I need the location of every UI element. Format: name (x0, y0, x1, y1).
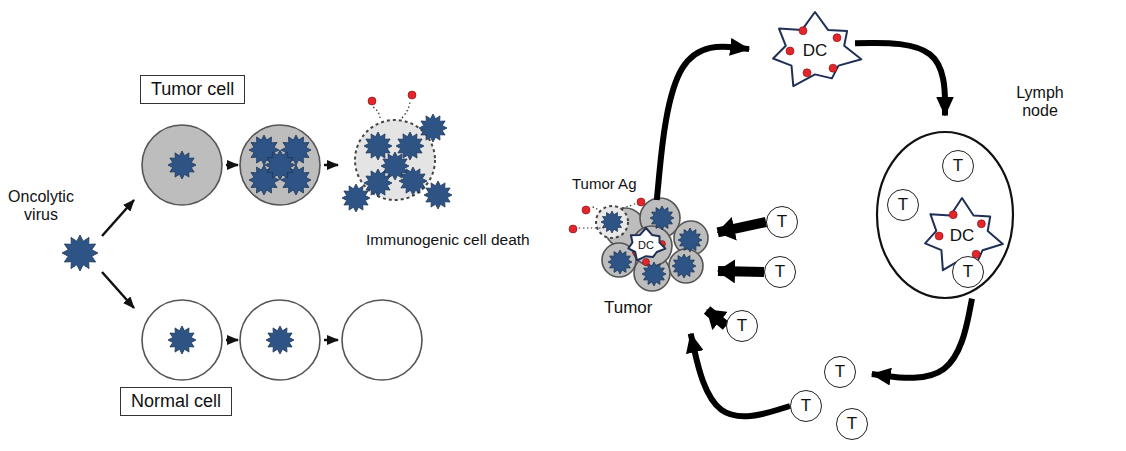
t-cell: T (824, 356, 856, 388)
node-label: T (775, 262, 785, 282)
virus-particle (650, 206, 674, 230)
virus-particle (266, 326, 294, 354)
node-label: T (847, 414, 857, 434)
node-label: T (953, 156, 963, 176)
process-arrow (324, 339, 338, 342)
virus-particle (672, 254, 696, 278)
virus-particle (424, 181, 452, 209)
tumor-antigen (408, 91, 416, 99)
cell (240, 300, 320, 380)
virus-particle (62, 235, 98, 271)
node-label: DC (950, 226, 975, 246)
t-cell: T (887, 189, 919, 221)
flow-arrow (855, 43, 945, 116)
virus-particle (265, 150, 295, 180)
tumor-antigen (569, 225, 577, 233)
virus-particle (168, 151, 196, 179)
node-label: T (737, 316, 747, 336)
virus-particle (399, 167, 427, 195)
flow-arrow (707, 310, 726, 326)
flow-arrow (872, 299, 972, 378)
t-cell: T (790, 390, 822, 422)
process-arrow (226, 164, 238, 167)
node-label: Tumor (604, 298, 653, 318)
flow-arrow (691, 334, 790, 417)
node-label: Normal cell (131, 391, 221, 412)
t-cell: T (836, 408, 868, 440)
flow-arrow (718, 266, 764, 277)
node-label: T (777, 212, 787, 232)
release-line (402, 100, 410, 118)
flow-arrow (718, 222, 766, 232)
virus-particle (419, 114, 447, 142)
node-label: T (963, 262, 973, 282)
process-arrow (226, 339, 238, 342)
node-label: T (801, 396, 811, 416)
release-line (590, 206, 600, 212)
virus-particle (168, 326, 196, 354)
t-cell: T (726, 310, 758, 342)
t-cell: T (952, 256, 984, 288)
virus-particle (601, 211, 623, 233)
annotation-label: Immunogenic cell death (366, 231, 530, 249)
cell (142, 300, 222, 380)
cell (342, 300, 422, 380)
cell (669, 249, 703, 283)
node-label: T (898, 195, 908, 215)
release-line (372, 106, 380, 118)
t-cell: T (942, 150, 974, 182)
annotation-label: Oncolytic virus (2, 188, 80, 225)
node-label: Tumor cell (151, 79, 234, 100)
virus-particle (608, 250, 632, 274)
tumor-antigen (582, 206, 590, 214)
virus-particle (342, 184, 370, 212)
tumor-antigen (637, 198, 645, 206)
release-line (578, 227, 604, 228)
tumor-mass: Tumor DC (598, 200, 703, 318)
release-line (622, 203, 636, 208)
node-label: Lymph node (1008, 84, 1072, 121)
node-label: DC (803, 41, 828, 61)
cell (142, 125, 222, 205)
virus-particle (678, 228, 702, 252)
dendritic-cell: DC (625, 228, 667, 262)
cell-type-box: Tumor cell (140, 75, 245, 104)
t-cell: T (766, 206, 798, 238)
annotation-label: Tumor Ag (572, 175, 636, 192)
virus-particle (364, 169, 392, 197)
lymph-node: Lymph nodeDC T T T (872, 82, 1072, 302)
node-label: DC (638, 239, 654, 252)
flow-arrow (657, 47, 749, 200)
process-arrow (102, 200, 134, 236)
cell (240, 125, 320, 205)
process-arrow (324, 164, 338, 167)
t-cell: T (764, 256, 796, 288)
process-arrow (102, 272, 134, 308)
cell-type-box: Normal cell (120, 387, 232, 416)
node-label: T (835, 362, 845, 382)
dendritic-cell: DC (765, 12, 865, 90)
tumor-antigen (368, 97, 376, 105)
cell (596, 206, 628, 238)
tumor-antigen (643, 259, 650, 266)
